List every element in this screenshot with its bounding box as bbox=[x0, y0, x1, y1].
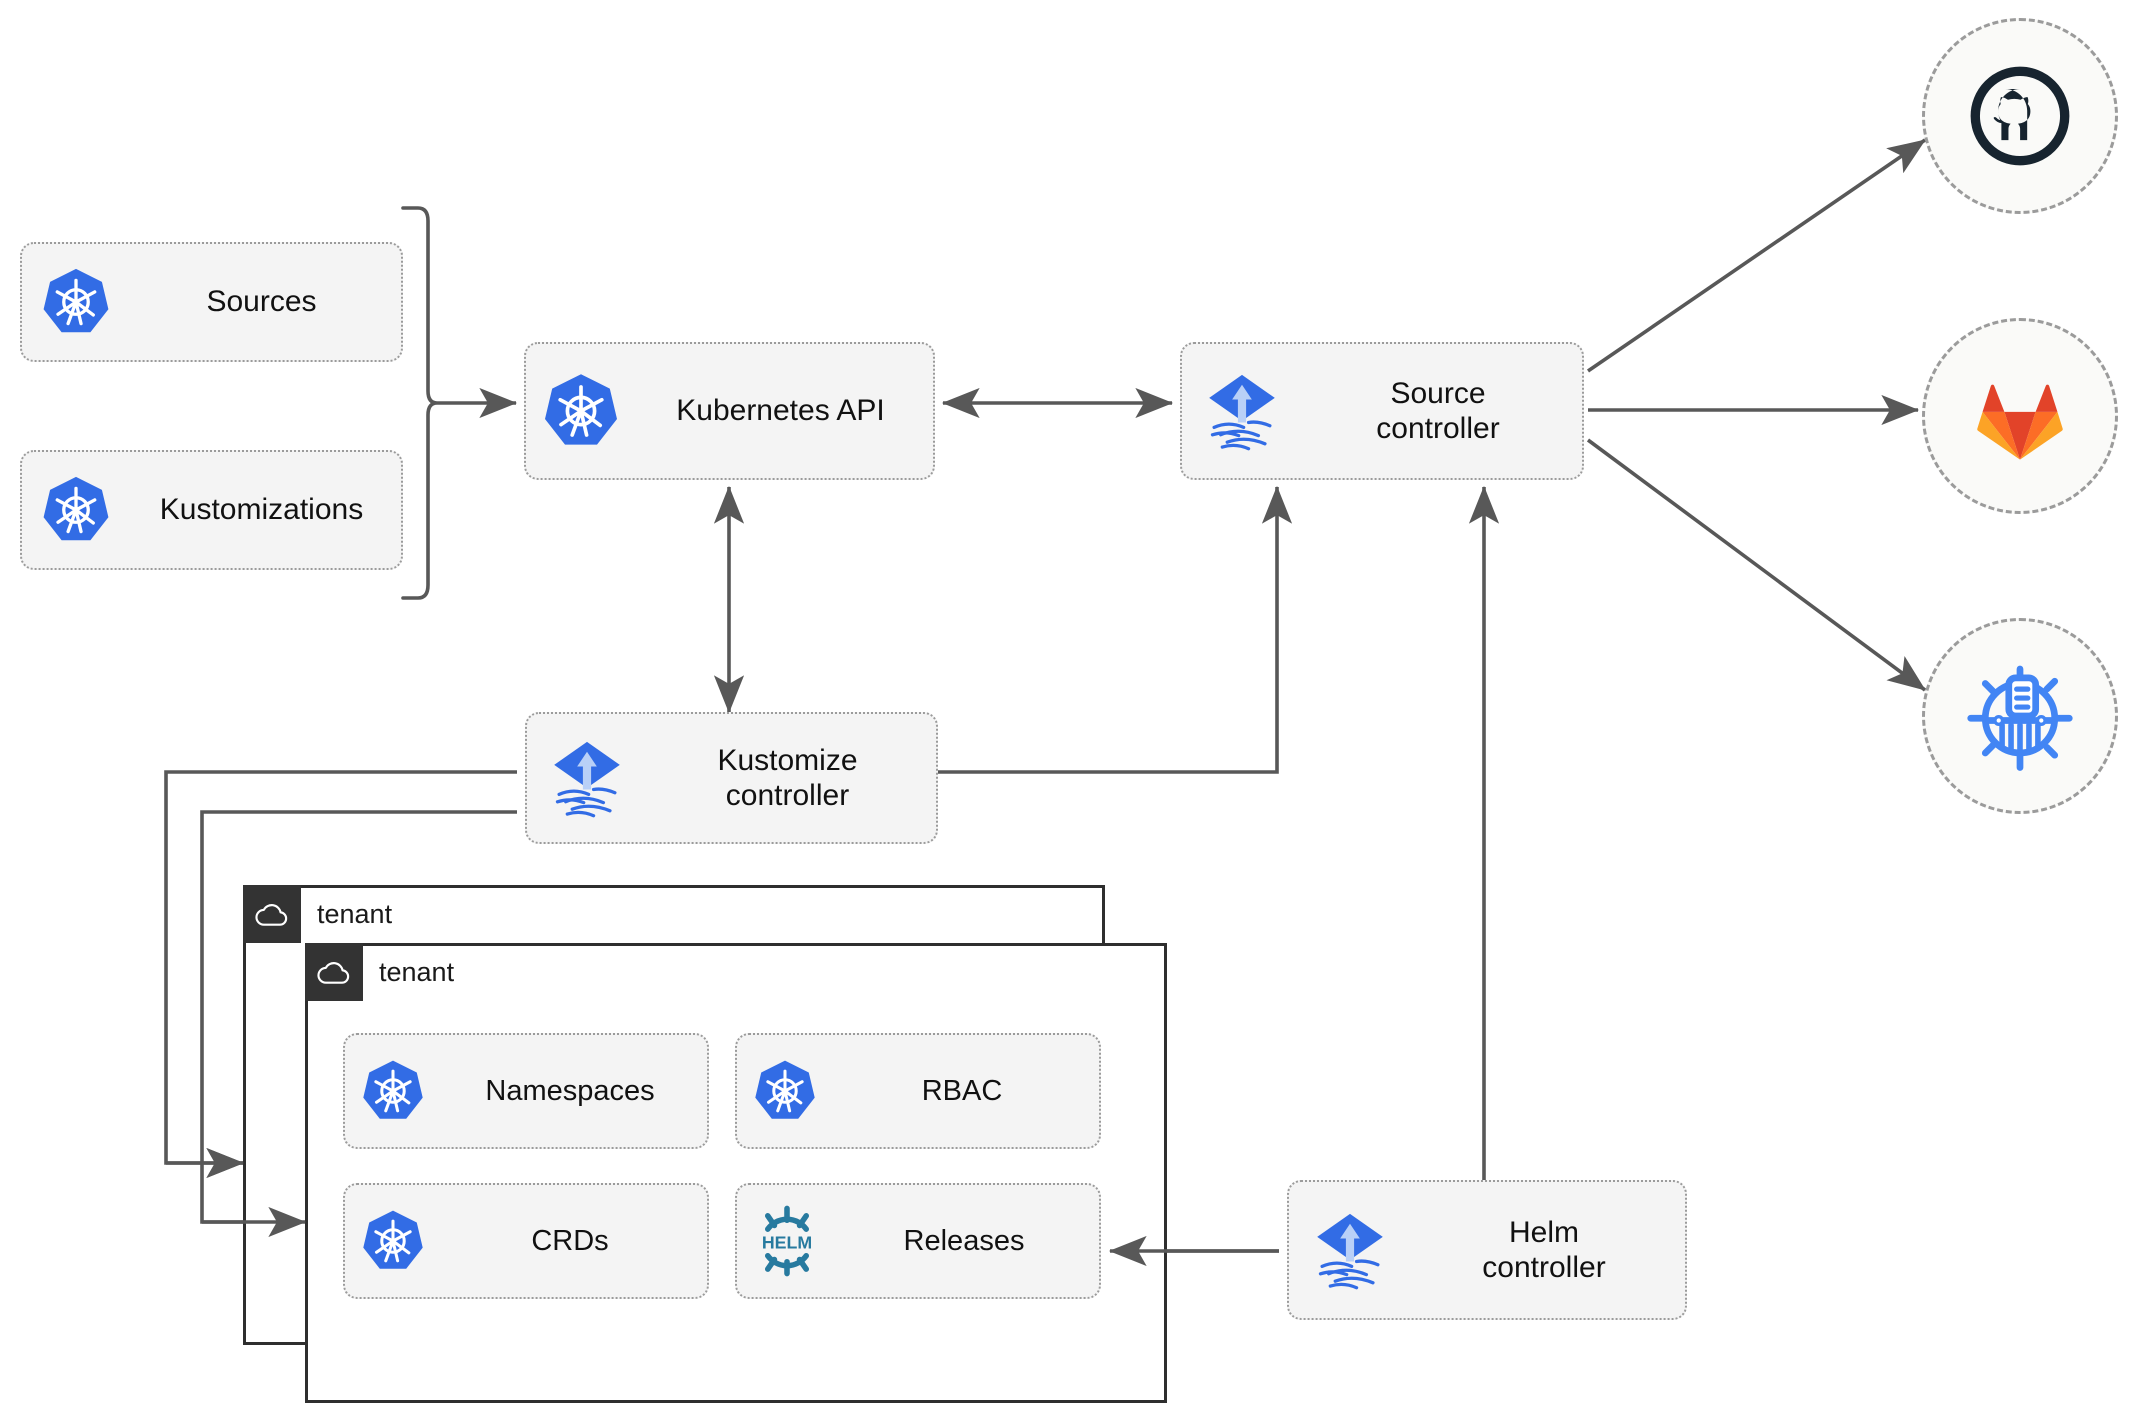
svg-text:HELM: HELM bbox=[762, 1232, 812, 1252]
node-kustomizations[interactable]: Kustomizations bbox=[20, 450, 403, 570]
edge-source-to-github bbox=[1586, 138, 1927, 373]
provider-github[interactable] bbox=[1922, 18, 2118, 214]
kubernetes-icon bbox=[737, 1058, 833, 1124]
github-icon bbox=[1970, 66, 2070, 166]
node-kustomize-controller-label: Kustomize controller bbox=[717, 743, 858, 812]
cloud-icon bbox=[243, 885, 301, 943]
provider-gitlab[interactable] bbox=[1922, 318, 2118, 514]
node-sources-label: Sources bbox=[206, 285, 317, 319]
tenant-inner[interactable]: tenant bbox=[305, 943, 1167, 1403]
edge-resources-brace bbox=[401, 206, 438, 600]
kubernetes-icon bbox=[345, 1208, 441, 1274]
node-helm-controller[interactable]: Helm controller bbox=[1287, 1180, 1687, 1320]
node-kubernetes-api[interactable]: Kubernetes API bbox=[524, 342, 935, 480]
flux-icon bbox=[1182, 370, 1302, 452]
node-namespaces-label: Namespaces bbox=[485, 1074, 655, 1107]
node-rbac[interactable]: RBAC bbox=[735, 1033, 1101, 1149]
node-source-controller-label: Source controller bbox=[1376, 376, 1500, 445]
node-rbac-label: RBAC bbox=[921, 1074, 1003, 1107]
kubernetes-icon bbox=[22, 474, 130, 546]
flux-icon bbox=[1289, 1209, 1411, 1291]
harbor-icon bbox=[1967, 665, 2073, 771]
kubernetes-icon bbox=[22, 266, 130, 338]
kubernetes-icon bbox=[345, 1058, 441, 1124]
tenant-inner-header: tenant bbox=[305, 943, 454, 1001]
edge-kustomize-to-source bbox=[938, 485, 1293, 774]
kubernetes-icon bbox=[526, 371, 636, 451]
node-helm-controller-label: Helm controller bbox=[1482, 1215, 1606, 1284]
tenant-outer-header: tenant bbox=[243, 885, 392, 943]
node-kustomize-controller[interactable]: Kustomize controller bbox=[525, 712, 938, 844]
node-releases[interactable]: HELM Releases bbox=[735, 1183, 1101, 1299]
node-sources[interactable]: Sources bbox=[20, 242, 403, 362]
helm-icon: HELM bbox=[737, 1204, 837, 1278]
node-crds[interactable]: CRDs bbox=[343, 1183, 709, 1299]
node-kubernetes-api-label: Kubernetes API bbox=[676, 394, 885, 428]
node-namespaces[interactable]: Namespaces bbox=[343, 1033, 709, 1149]
node-source-controller[interactable]: Source controller bbox=[1180, 342, 1584, 480]
node-crds-label: CRDs bbox=[531, 1224, 609, 1257]
flux-icon bbox=[527, 737, 647, 819]
node-releases-label: Releases bbox=[903, 1224, 1025, 1257]
cloud-icon bbox=[305, 943, 363, 1001]
provider-harbor[interactable] bbox=[1922, 618, 2118, 814]
tenant-outer-label: tenant bbox=[317, 898, 393, 929]
gitlab-icon bbox=[1977, 384, 2063, 460]
edge-source-to-harbor bbox=[1586, 438, 1927, 692]
tenant-inner-label: tenant bbox=[379, 956, 455, 987]
node-kustomizations-label: Kustomizations bbox=[159, 493, 364, 527]
